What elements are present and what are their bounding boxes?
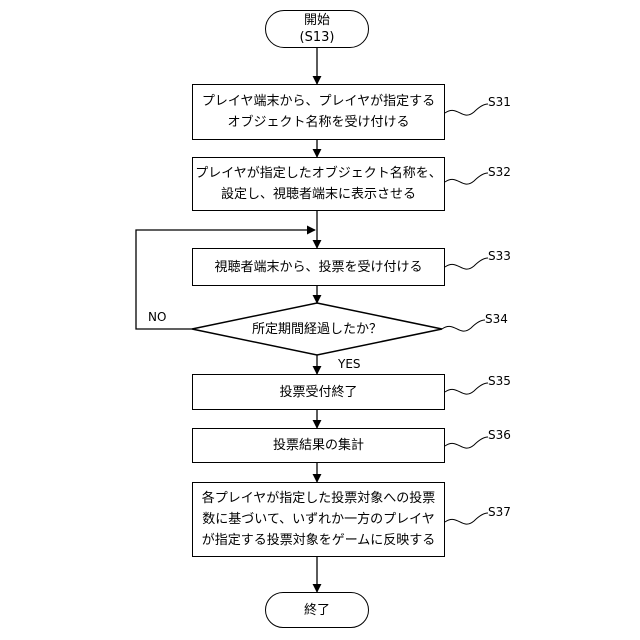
step-label-s32: S32 — [488, 165, 511, 179]
leader-s34 — [442, 320, 485, 331]
start-label: 開始 — [304, 12, 330, 29]
branch-yes-label: YES — [338, 357, 361, 371]
process-s36: 投票結果の集計 — [192, 428, 445, 463]
decision-s34: 所定期間経過したか？ — [232, 318, 402, 340]
branch-no-label: NO — [148, 310, 166, 324]
process-s31: プレイヤ端末から、プレイヤが指定する オブジェクト名称を受け付ける — [192, 84, 445, 140]
step-label-s34: S34 — [485, 312, 508, 326]
step-label-s37: S37 — [488, 505, 511, 519]
start-step-ref: (S13) — [300, 29, 335, 46]
process-s35: 投票受付終了 — [192, 374, 445, 410]
step-label-s35: S35 — [488, 374, 511, 388]
leader-s33 — [445, 258, 488, 269]
step-label-s36: S36 — [488, 428, 511, 442]
leader-s35 — [445, 383, 488, 394]
process-s33: 視聴者端末から、投票を受け付ける — [192, 248, 445, 286]
leader-s31 — [445, 104, 488, 115]
leader-s37 — [445, 513, 488, 524]
step-label-s33: S33 — [488, 249, 511, 263]
leader-s32 — [445, 173, 488, 184]
leader-s36 — [445, 437, 488, 448]
end-terminal: 終了 — [265, 592, 369, 628]
start-terminal: 開始 (S13) — [265, 10, 369, 48]
step-label-s31: S31 — [488, 95, 511, 109]
process-s32: プレイヤが指定したオブジェクト名称を、 設定し、視聴者端末に表示させる — [192, 157, 445, 211]
end-label: 終了 — [304, 602, 330, 619]
process-s37: 各プレイヤが指定した投票対象への投票 数に基づいて、いずれか一方のプレイヤ が指… — [192, 482, 445, 557]
